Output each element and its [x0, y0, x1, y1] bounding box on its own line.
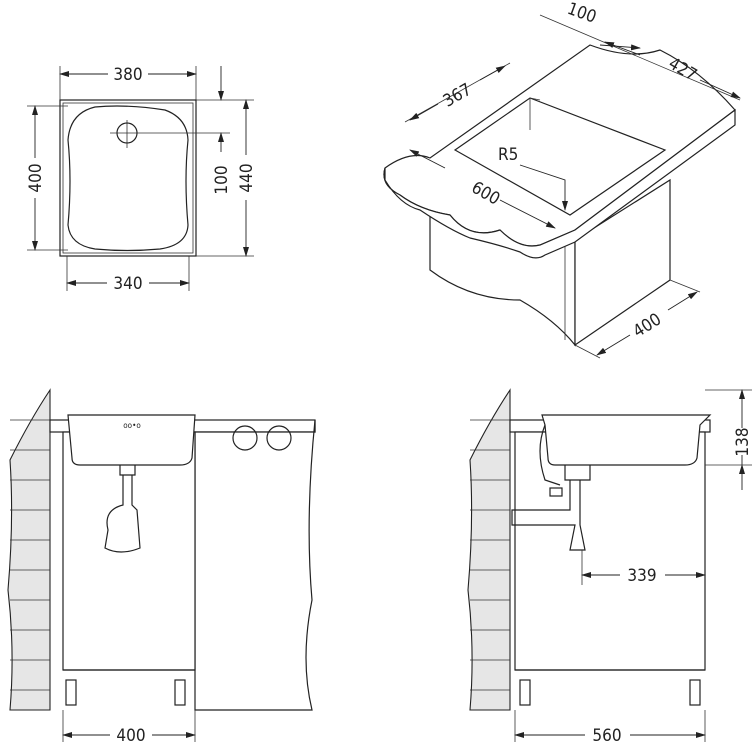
tap-hole-right [266, 425, 292, 451]
dim-367: 367 [440, 80, 475, 112]
dim-r5: R5 [498, 145, 518, 165]
svg-text:oo•o: oo•o [123, 421, 141, 430]
dim-400-front: 400 [116, 726, 145, 744]
dim-440: 440 [237, 163, 257, 192]
dim-138: 138 [733, 427, 753, 456]
sink-bowl-side [541, 414, 712, 466]
sink-bowl [67, 105, 189, 252]
dim-100: 100 [212, 165, 232, 194]
dim-380: 380 [113, 65, 142, 85]
top-view: 380 340 400 100 440 [26, 65, 257, 294]
cabinet-side [514, 431, 706, 671]
dim-340: 340 [113, 274, 142, 294]
siphon [104, 465, 141, 553]
side-view: 138 339 560 [467, 388, 753, 744]
sink-cutout [453, 97, 667, 216]
tap-hole-left [232, 425, 258, 451]
dim-400-iso: 400 [630, 310, 665, 342]
dim-339: 339 [627, 566, 656, 586]
front-view: oo•o 400 [7, 388, 316, 744]
overflow-pipe [539, 424, 561, 486]
dim-100-iso: 100 [565, 0, 599, 28]
dim-400-top: 400 [26, 163, 46, 192]
brick-wall-side [467, 388, 511, 711]
brick-wall [7, 388, 51, 711]
isometric-view: 367 427 100 600 R5 400 [383, 0, 741, 359]
siphon-side [511, 465, 591, 551]
sink-bowl-front [67, 414, 196, 466]
sink-outer-rim [59, 99, 197, 257]
dim-560: 560 [592, 726, 621, 744]
